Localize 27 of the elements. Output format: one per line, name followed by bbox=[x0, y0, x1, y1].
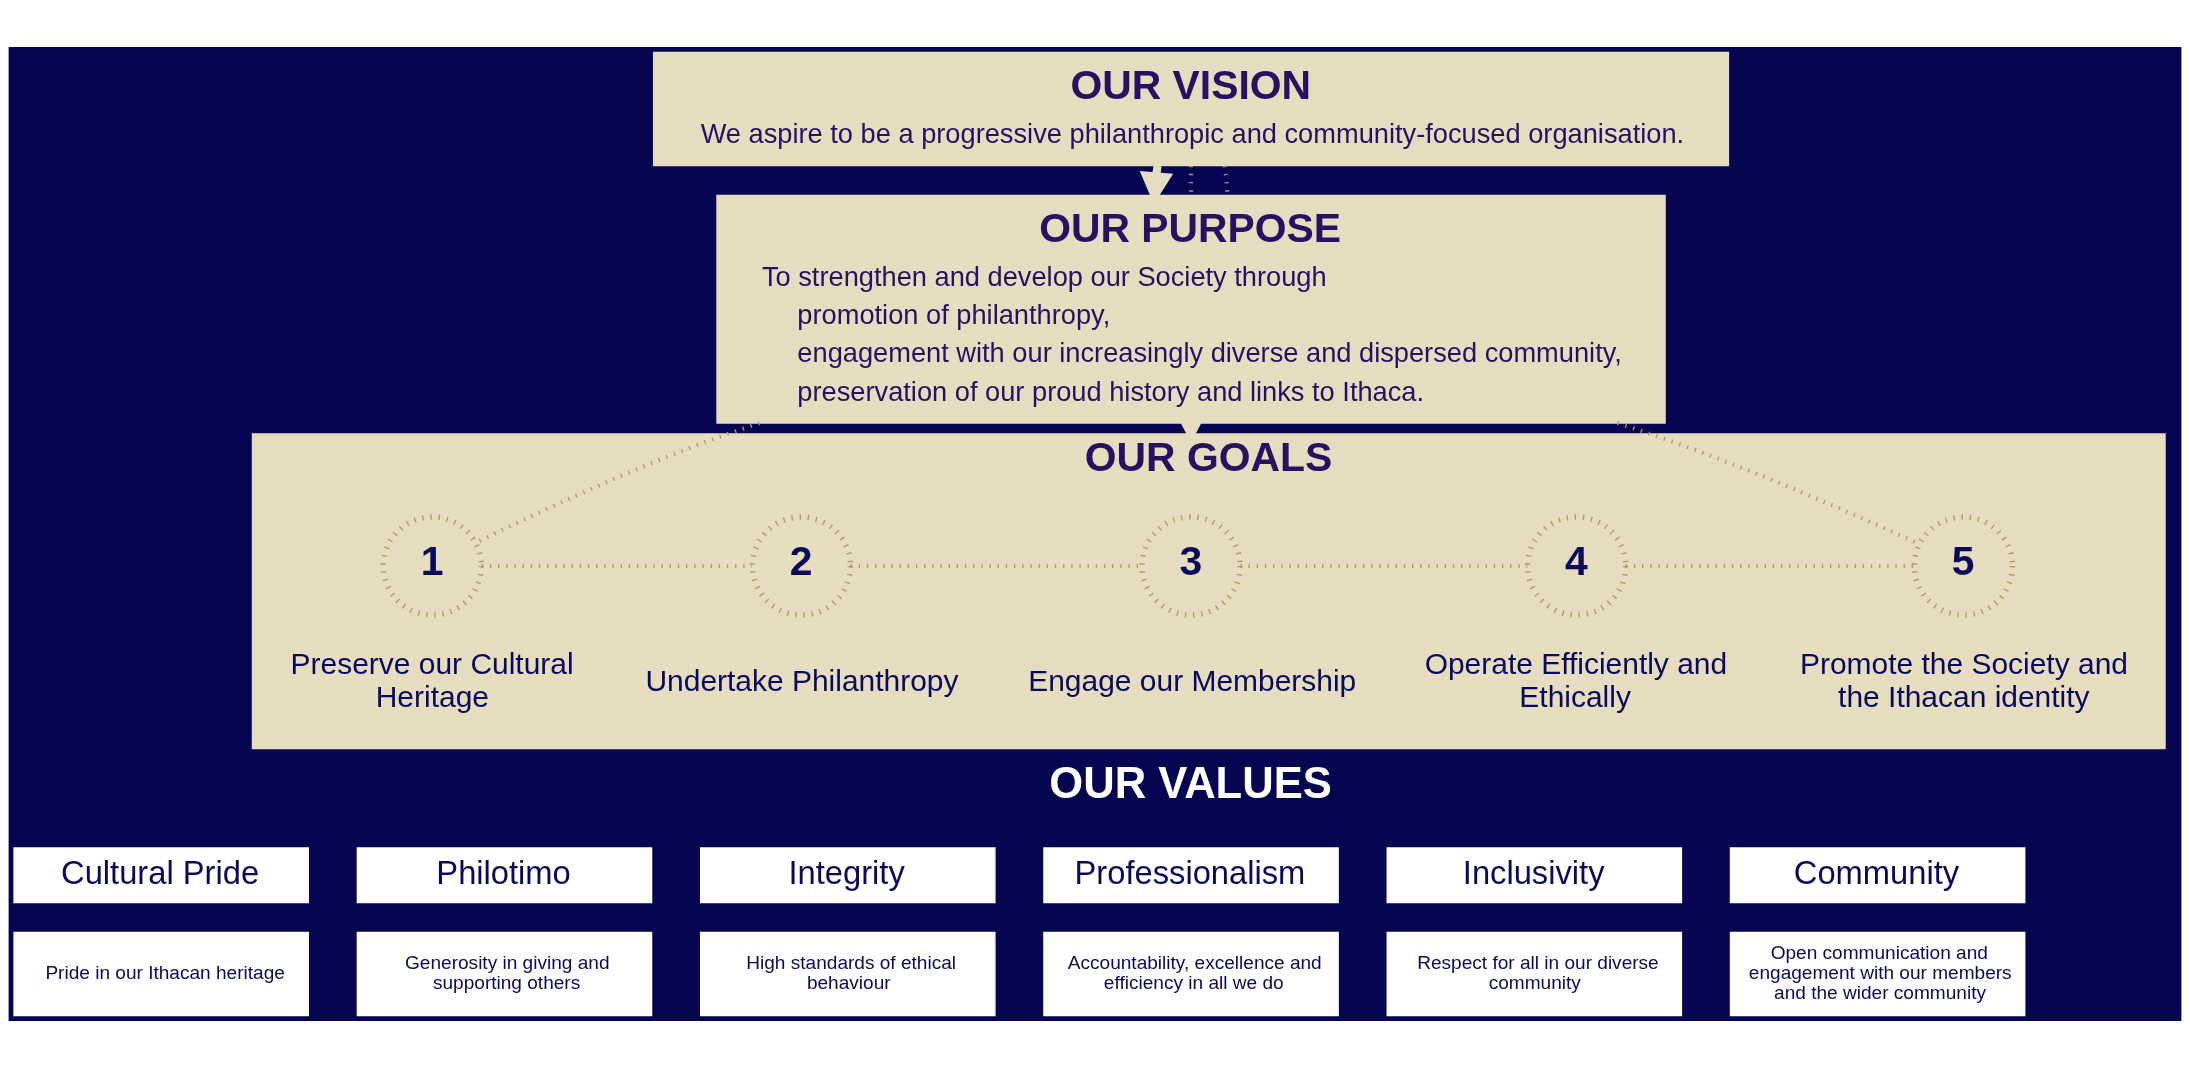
label: OUR VALUES bbox=[1049, 759, 1332, 808]
node-circle: 4 bbox=[1524, 514, 1629, 618]
connector bbox=[481, 563, 753, 569]
node-circle: 3 bbox=[1139, 514, 1243, 618]
node-box: Respect for all in our diverse community bbox=[1386, 931, 1683, 1017]
node-box: Pride in our Ithacan heritage bbox=[13, 931, 309, 1017]
node-box: Accountability, excellence and efficiency in all we do bbox=[1043, 931, 1339, 1017]
node-circle: 2 bbox=[749, 514, 854, 618]
node-label: Engage our Membership bbox=[1028, 663, 1357, 697]
node-circle: 5 bbox=[1911, 514, 2016, 618]
node-box: High standards of ethical behaviour bbox=[699, 931, 996, 1017]
node-label: Preserve our Cultural Heritage bbox=[290, 647, 574, 714]
node-label: Undertake Philanthropy bbox=[645, 663, 959, 697]
connector bbox=[1625, 563, 1914, 569]
node-box: Inclusivity bbox=[1386, 847, 1683, 904]
node-box: Professionalism bbox=[1043, 847, 1339, 904]
node-label: Promote the Society and the Ithacan identity bbox=[1799, 647, 2128, 714]
node-box: OUR VISION We aspire to be a progressive philanthropic and community-focused organisation. bbox=[652, 51, 1730, 167]
node-label: Operate Efficiently and Ethically bbox=[1424, 647, 1728, 714]
node-box: Generosity in giving and supporting others bbox=[356, 931, 653, 1017]
node-box: Philotimo bbox=[356, 847, 653, 904]
node-box: Open communication and engagement with our members and the wider community bbox=[1729, 931, 2026, 1017]
connector bbox=[1240, 563, 1528, 569]
node-box: Integrity bbox=[699, 847, 996, 904]
node-box: Cultural Pride bbox=[13, 847, 309, 904]
node-box: Community bbox=[1729, 847, 2026, 904]
node-circle: 1 bbox=[380, 514, 485, 618]
